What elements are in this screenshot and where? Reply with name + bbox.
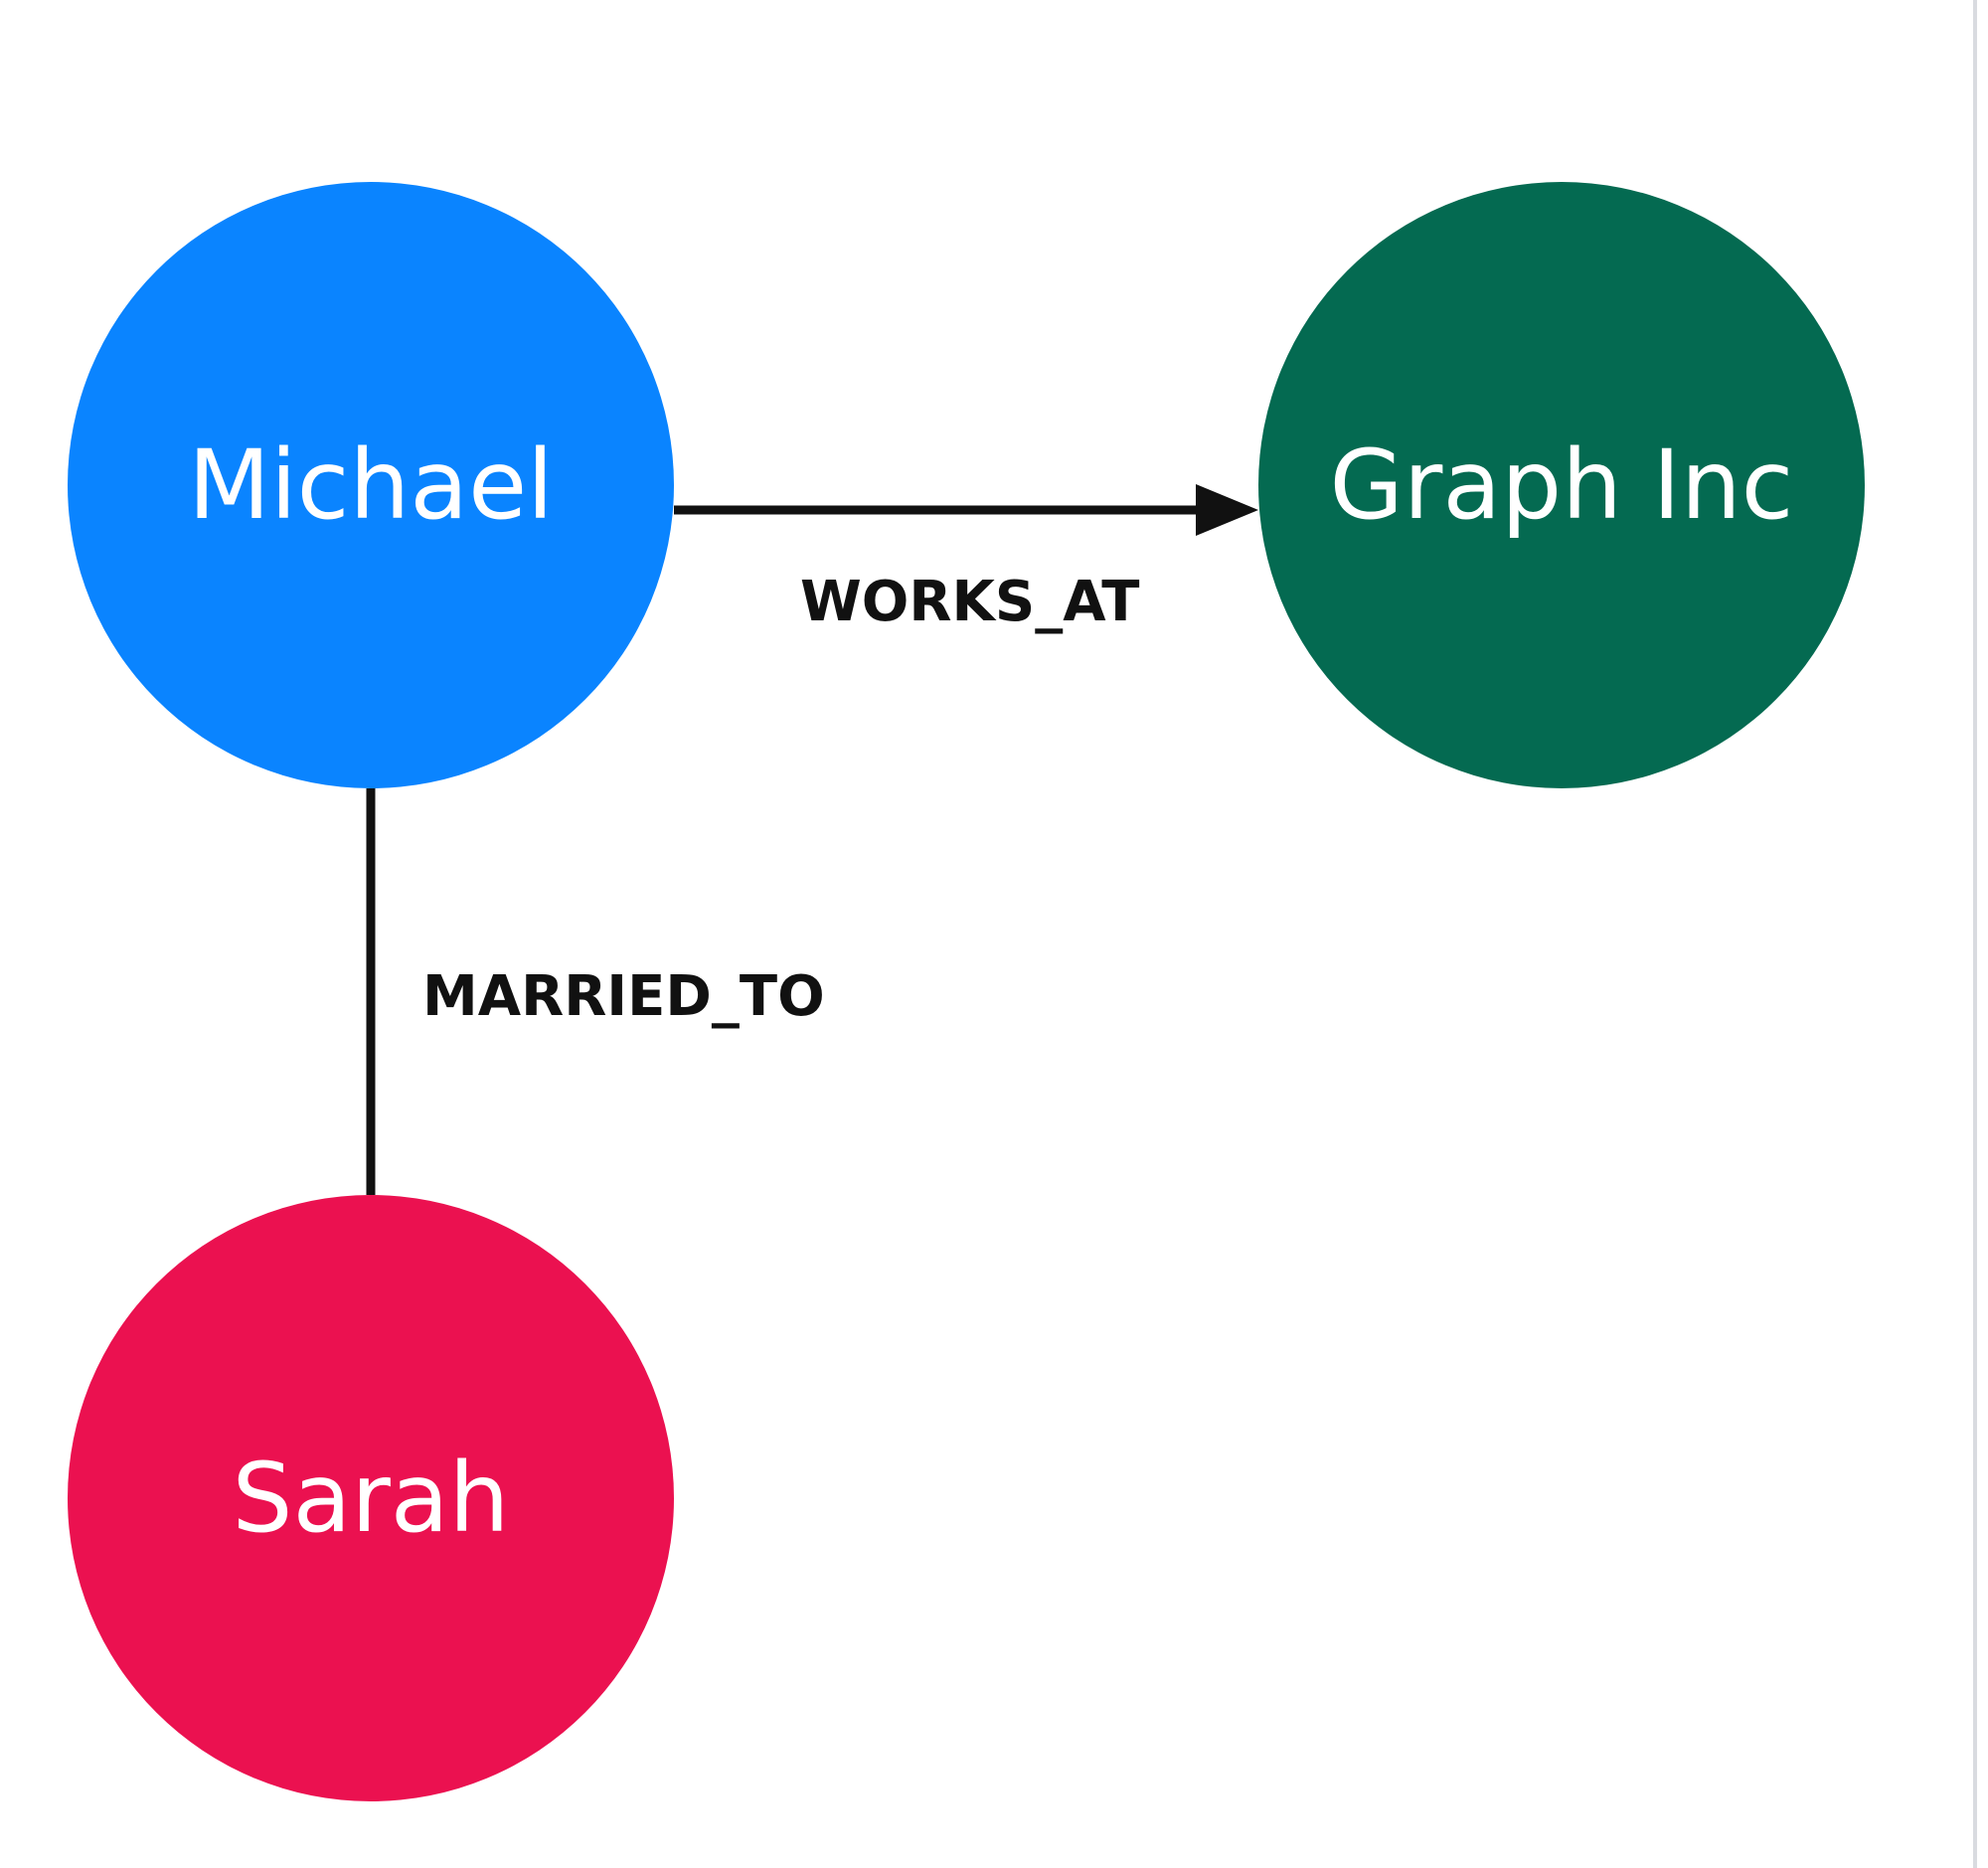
panel-divider [1973, 0, 1977, 1868]
edge-works-at-arrowhead [1196, 484, 1258, 536]
node-sarah[interactable]: Sarah [68, 1195, 674, 1801]
node-michael[interactable]: Michael [68, 182, 674, 788]
node-michael-label: Michael [188, 429, 554, 541]
node-graph-inc-label: Graph Inc [1329, 429, 1794, 541]
edge-married-to-label: MARRIED_TO [422, 964, 825, 1029]
node-graph-inc[interactable]: Graph Inc [1258, 182, 1865, 788]
edge-works-at-label: WORKS_AT [800, 570, 1140, 634]
node-sarah-label: Sarah [232, 1443, 510, 1554]
